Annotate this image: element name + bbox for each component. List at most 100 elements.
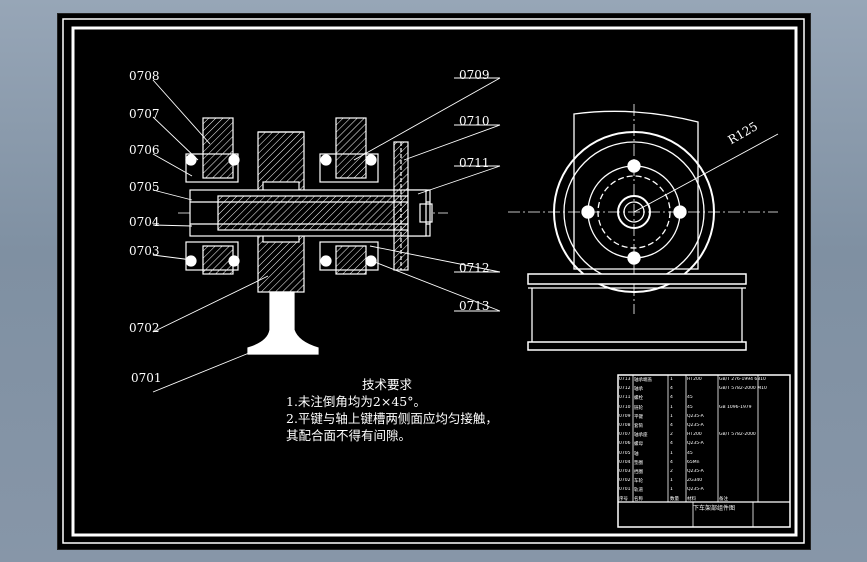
title-block-cell-qty: 1 xyxy=(670,377,673,382)
drawing-sheet: 0708 0707 0706 0705 0704 0703 0702 0701 … xyxy=(57,13,811,550)
title-block-cell-no: 0706 xyxy=(619,441,631,447)
side-view xyxy=(508,104,779,351)
title-block-cell-mat: HT200 xyxy=(687,432,702,438)
drawing-name: 下车架部组件图 xyxy=(693,505,736,512)
title-block-cell-mat: ZG340 xyxy=(687,478,703,484)
title-block-cell-no: 0702 xyxy=(619,478,631,484)
title-block-cell-no: 0701 xyxy=(619,487,631,493)
title-block-header-mat: 材料 xyxy=(687,497,696,502)
label-0711: 0711 xyxy=(459,156,490,170)
title-block-cell-no: 0704 xyxy=(619,459,631,465)
title-block-cell-mat: 65Mn xyxy=(687,459,700,465)
label-0702: 0702 xyxy=(129,321,160,335)
leader-lines xyxy=(152,77,501,393)
title-block-cell-name: 螺母 xyxy=(634,442,643,448)
label-0705: 0705 xyxy=(129,180,160,194)
title-block-cell-qty: 2 xyxy=(670,469,673,474)
title-block-header-qty: 数量 xyxy=(670,497,679,502)
note-line-1: 1.未注倒角均为2×45°。 xyxy=(286,394,427,409)
title-block-cell-mat: Q235-A xyxy=(687,413,704,419)
label-0701: 0701 xyxy=(131,371,162,385)
title-block-cell-note: GB/T 5782-2000 M10 xyxy=(719,386,767,392)
title-block-cell-name: 垫圈 xyxy=(634,460,643,466)
bearing-housing-right xyxy=(335,117,367,179)
title-block-cell-mat: HT200 xyxy=(687,377,702,382)
title-block-cell-qty: 1 xyxy=(670,450,673,456)
title-block-cell-qty: 4 xyxy=(670,386,673,392)
bearing-housing-left xyxy=(202,117,234,179)
title-block-cell-name: 轨道 xyxy=(634,488,643,494)
rail-base xyxy=(527,273,747,285)
title-block-cell-mat: Q235-A xyxy=(687,423,704,428)
title-block-cell-name: 链轮 xyxy=(634,405,643,411)
title-block-cell-name: 轴承端盖 xyxy=(634,378,652,383)
title-block-cell-name: 套筒 xyxy=(634,424,643,429)
rail-0701 xyxy=(247,291,319,355)
title-block-grid xyxy=(617,374,791,528)
label-0706: 0706 xyxy=(129,143,160,157)
title-block-cell-qty: 1 xyxy=(670,413,673,419)
title-block-cell-mat: 45 xyxy=(687,395,693,401)
title-block-header-note: 备注 xyxy=(719,497,728,502)
title-block-cell-mat: Q235-A xyxy=(687,469,704,474)
title-block-cell-no: 0708 xyxy=(619,423,631,428)
title-block-cell-name: 平键 xyxy=(634,414,643,420)
label-0707: 0707 xyxy=(129,107,160,121)
outer-frame xyxy=(62,18,805,544)
label-0710: 0710 xyxy=(459,114,490,128)
title-block-cell-no: 0713 xyxy=(619,377,631,382)
title-block-cell-no: 0710 xyxy=(619,404,631,410)
title-block-cell-name: 挡圈 xyxy=(634,470,643,475)
title-block-cell-name: 螺栓 xyxy=(634,396,643,402)
title-block-cell-name: 轴承 xyxy=(634,387,643,393)
title-block-cell-no: 0707 xyxy=(619,432,631,438)
title-block-cell-qty: 4 xyxy=(670,441,673,447)
title-block-cell-name: 轴承座 xyxy=(634,433,648,439)
assembly-drawing xyxy=(62,18,805,544)
title-block-cell-name: 轴 xyxy=(634,451,639,457)
title-block-cell-qty: 4 xyxy=(670,459,673,465)
title-block-cell-note: GB/T 5782-2000 xyxy=(719,432,756,438)
note-line-3: 其配合面不得有间隙。 xyxy=(286,428,412,443)
label-0713: 0713 xyxy=(459,299,490,313)
label-0703: 0703 xyxy=(129,244,160,258)
title-block-header: 序号 名称 数量 材料 备注 xyxy=(618,494,790,504)
title-block-header-no: 序号 xyxy=(619,497,628,502)
title-block-cell-mat: 45 xyxy=(687,450,693,456)
title-block-cell-name: 车轮 xyxy=(634,479,643,485)
title-block-cell-qty: 1 xyxy=(670,404,673,410)
wheel-side xyxy=(553,131,715,293)
section-view xyxy=(178,117,448,355)
title-block-cell-no: 0705 xyxy=(619,450,631,456)
label-0708: 0708 xyxy=(129,69,160,83)
title-block-cell-qty: 1 xyxy=(670,487,673,493)
title-block-header-name: 名称 xyxy=(634,497,643,502)
title-block-cell-mat: Q235-A xyxy=(687,441,704,447)
title-block-cell-no: 0703 xyxy=(619,469,631,474)
title-block-cell-no: 0712 xyxy=(619,386,631,392)
notes-title: 技术要求 xyxy=(362,377,413,392)
technical-notes: 技术要求 1.未注倒角均为2×45°。 2.平键与轴上键槽两侧面应均匀接触， 其… xyxy=(286,376,498,444)
label-0712: 0712 xyxy=(459,261,490,275)
title-block-cell-note: GB/T 276-1994 6310 xyxy=(719,377,766,382)
title-block-cell-mat: Q235-A xyxy=(687,487,704,493)
title-block-cell-note: GB 1096-1979 xyxy=(719,404,752,410)
label-0704: 0704 xyxy=(129,215,160,229)
label-0709: 0709 xyxy=(459,68,490,82)
title-block-cell-qty: 4 xyxy=(670,423,673,428)
title-block-cell-no: 0709 xyxy=(619,413,631,419)
title-block-cell-no: 0711 xyxy=(619,395,631,401)
